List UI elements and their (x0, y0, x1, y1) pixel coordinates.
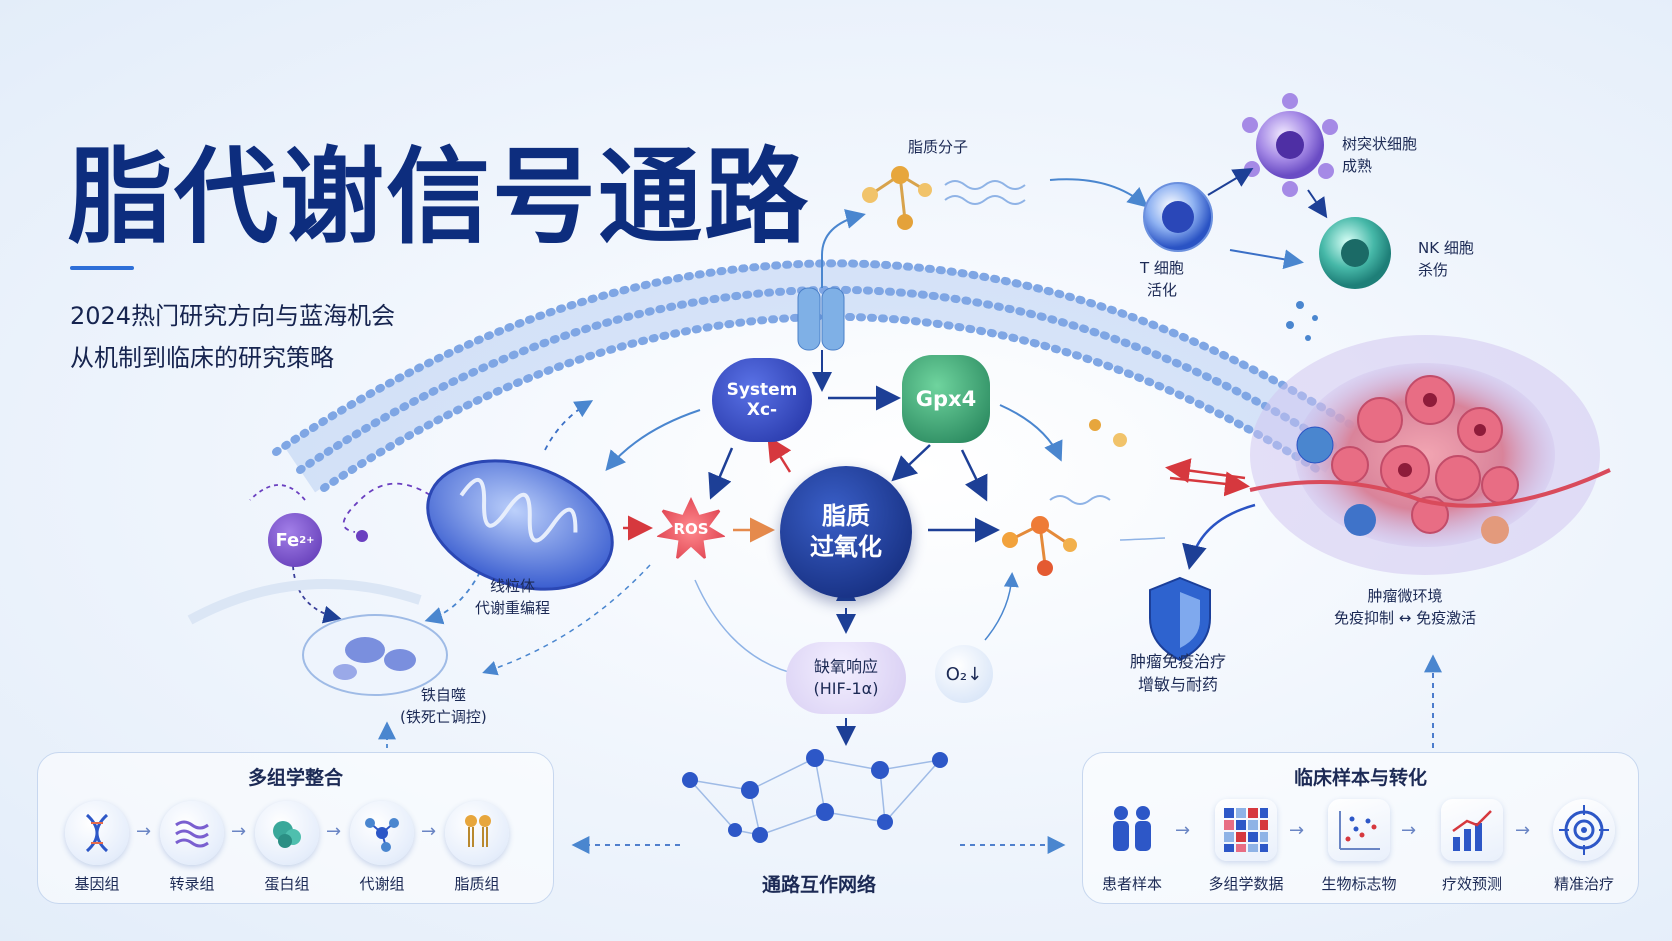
nk-cell-label-1: NK 细胞 (1418, 239, 1474, 257)
tumor-microenvironment-label-2: 免疫抑制 ↔ 免疫激活 (1334, 608, 1477, 627)
system-xc-label: System Xc- (726, 380, 798, 420)
gpx4-label: Gpx4 (915, 387, 977, 411)
clinical-item-precision-therapy: 精准治疗 (1553, 875, 1614, 893)
fe-charge-label: 2+ (299, 534, 315, 546)
biomarker-icon[interactable] (1328, 799, 1390, 861)
lipid-molecule-label: 脂质分子 (908, 138, 969, 156)
ferritinophagy-label: 铁自噬 (铁死亡调控) (400, 685, 487, 729)
lipidome-icon[interactable] (445, 801, 509, 865)
ros-label: ROS (673, 520, 709, 538)
omics-arrow-4: → (421, 821, 437, 842)
lipid-peroxidation-label-2: 过氧化 (810, 533, 882, 561)
omics-arrow-3: → (326, 821, 342, 842)
lipid-peroxidation-label-1: 脂质 (822, 501, 870, 530)
omics-arrow-1: → (136, 821, 152, 842)
hypoxia-node[interactable]: 缺氧响应 (HIF-1α) (786, 642, 906, 714)
page-title: 脂代谢信号通路 (68, 136, 811, 258)
mitochondria-label: 线粒体 代谢重编程 (475, 576, 550, 620)
dendritic-cell-label: 树突状细胞 成熟 (1342, 134, 1417, 178)
omics-item-transcriptome: 转录组 (169, 875, 215, 893)
lipid-peroxidation-node[interactable]: 脂质 过氧化 (780, 466, 912, 598)
dendritic-cell-label-2: 成熟 (1342, 156, 1373, 175)
clinical-translation-title: 临床样本与转化 (1293, 767, 1427, 789)
subtitle-line-2: 从机制到临床的研究策略 (70, 344, 334, 372)
oxygen-low-label: O₂↓ (945, 663, 983, 685)
oxygen-low-node[interactable]: O₂↓ (935, 645, 993, 703)
hypoxia-label-1: 缺氧响应 (813, 657, 878, 677)
immunotherapy-label-1: 肿瘤免疫治疗 (1130, 652, 1227, 671)
efficacy-prediction-icon[interactable] (1441, 799, 1503, 861)
fe-ion-label: Fe (275, 529, 300, 551)
omics-arrow-2: → (231, 821, 247, 842)
ferritinophagy-label-2: (铁死亡调控) (400, 707, 487, 726)
mitochondria-label-2: 代谢重编程 (475, 598, 551, 617)
t-cell-label-1: T 细胞 (1140, 259, 1184, 277)
t-cell-label-2: 活化 (1146, 280, 1177, 299)
clinical-item-multi-omics-data: 多组学数据 (1208, 875, 1284, 893)
proteome-icon[interactable] (255, 801, 319, 865)
immunotherapy-label-2: 增敏与耐药 (1138, 675, 1219, 695)
clinical-item-efficacy-prediction: 疗效预测 (1441, 875, 1502, 893)
title-underline (70, 266, 134, 270)
gpx4-node[interactable]: Gpx4 (902, 355, 990, 443)
nk-cell-label-2: 杀伤 (1418, 260, 1449, 279)
clinical-item-patient-samples: 患者样本 (1101, 875, 1162, 893)
transcriptome-icon[interactable] (160, 801, 224, 865)
t-cell-label: T 细胞 活化 (1140, 258, 1184, 302)
tumor-microenvironment-label: 肿瘤微环境 免疫抑制 ↔ 免疫激活 (1334, 586, 1476, 630)
system-xc-node[interactable]: System Xc- (712, 358, 812, 442)
patient-samples-icon[interactable] (1101, 799, 1163, 861)
subtitle-line-1: 2024热门研究方向与蓝海机会 (70, 302, 396, 330)
mitochondria-label-1: 线粒体 (490, 577, 536, 595)
metabolome-icon[interactable] (350, 801, 414, 865)
omics-item-genome: 基因组 (74, 875, 120, 893)
omics-item-proteome: 蛋白组 (264, 875, 310, 893)
pathway-network-label: 通路互作网络 (762, 874, 877, 896)
multi-omics-title: 多组学整合 (247, 767, 343, 789)
clinical-translation-panel: 临床样本与转化 → → → → 患者样本 多组学数据 生物标志物 疗效预测 精准… (1082, 752, 1639, 904)
multi-omics-panel: 多组学整合 → → → → 基因组 转录组 蛋白组 代谢组 脂质组 (37, 752, 554, 904)
nk-cell-label: NK 细胞 杀伤 (1418, 238, 1474, 282)
clinical-arrow-2: → (1289, 820, 1305, 841)
clinical-arrow-3: → (1401, 820, 1417, 841)
multi-omics-data-icon[interactable] (1215, 799, 1277, 861)
hypoxia-label-2: (HIF-1α) (813, 679, 879, 698)
clinical-item-biomarkers: 生物标志物 (1321, 875, 1397, 893)
immunotherapy-label: 肿瘤免疫治疗 增敏与耐药 (1130, 650, 1226, 696)
tumor-microenvironment-label-1: 肿瘤微环境 (1367, 587, 1443, 605)
omics-item-metabolome: 代谢组 (359, 875, 405, 893)
ferritinophagy-label-1: 铁自噬 (420, 686, 466, 704)
genome-icon[interactable] (65, 801, 129, 865)
clinical-arrow-1: → (1175, 820, 1191, 841)
omics-item-lipidome: 脂质组 (454, 875, 500, 893)
dendritic-cell-label-1: 树突状细胞 (1342, 135, 1418, 153)
clinical-arrow-4: → (1515, 820, 1531, 841)
precision-therapy-icon[interactable] (1553, 799, 1615, 861)
